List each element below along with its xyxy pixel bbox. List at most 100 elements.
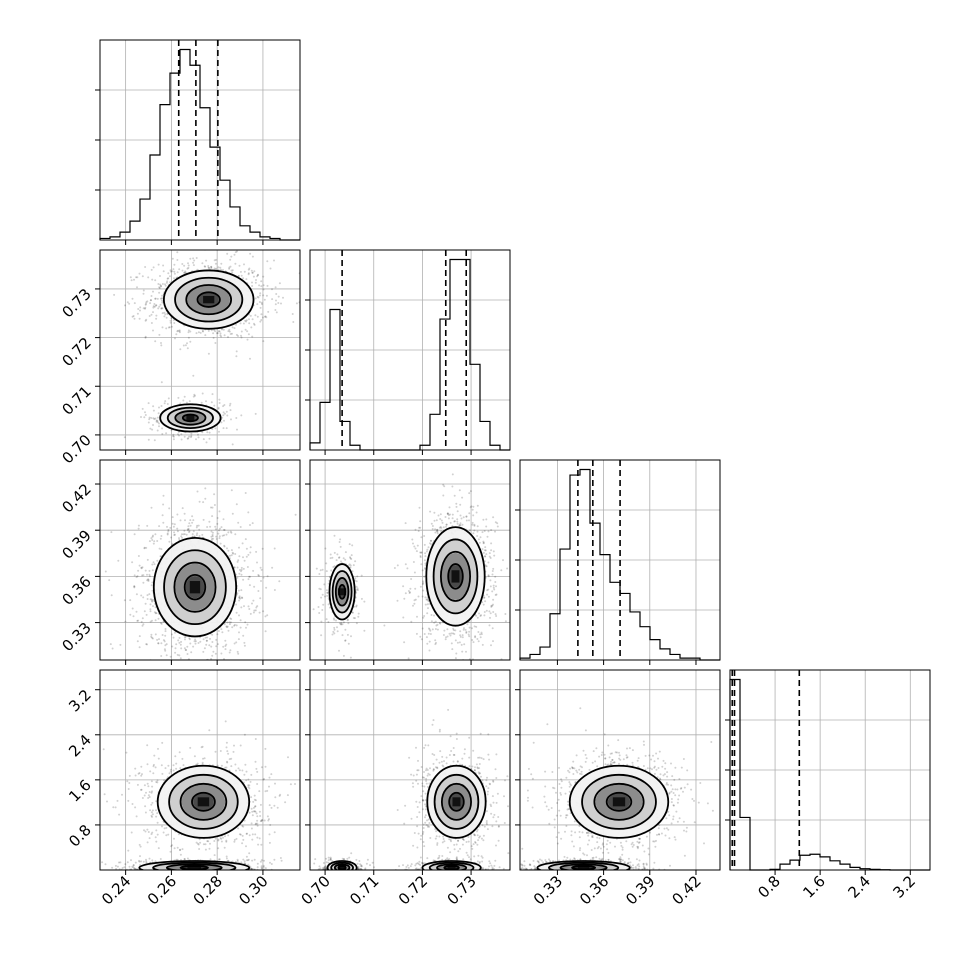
sample-point	[146, 744, 149, 747]
sample-point	[256, 819, 259, 822]
sample-point	[158, 305, 161, 308]
sample-point	[207, 265, 210, 267]
sample-point	[174, 647, 177, 650]
sample-point	[262, 294, 265, 297]
sample-point	[427, 546, 430, 549]
sample-point	[244, 538, 247, 541]
sample-point	[141, 275, 144, 278]
sample-point	[459, 503, 462, 506]
sample-point	[171, 257, 174, 260]
sample-point	[269, 267, 272, 270]
sample-point	[190, 651, 193, 654]
sample-point	[363, 600, 366, 603]
sample-point	[212, 336, 215, 339]
density-peak	[189, 581, 201, 594]
sample-point	[151, 619, 153, 622]
sample-point	[179, 848, 182, 851]
sample-point	[151, 637, 154, 640]
sample-point	[434, 628, 437, 630]
sample-point	[483, 614, 486, 617]
sample-point	[242, 838, 245, 841]
sample-point	[278, 580, 281, 583]
sample-point	[336, 630, 339, 633]
sample-point	[150, 322, 153, 324]
sample-point	[230, 618, 233, 620]
sample-point	[423, 559, 426, 562]
sample-point	[494, 666, 496, 668]
sample-point	[166, 532, 169, 535]
sample-point	[261, 547, 264, 550]
sample-point	[251, 522, 254, 525]
sample-point	[137, 619, 140, 622]
sample-point	[243, 270, 246, 273]
sample-point	[419, 526, 422, 529]
sample-point	[254, 760, 257, 763]
sample-point	[172, 438, 175, 441]
sample-point	[422, 616, 425, 619]
sample-point	[442, 494, 445, 497]
sample-point	[129, 599, 132, 602]
sample-point	[162, 639, 165, 642]
sample-point	[256, 275, 259, 278]
sample-point	[196, 490, 199, 493]
sample-point	[163, 648, 166, 651]
sample-point	[202, 650, 205, 653]
sample-point	[152, 305, 155, 308]
sample-point	[229, 554, 231, 557]
sample-point	[222, 405, 225, 408]
sample-point	[433, 621, 436, 624]
sample-point	[240, 330, 243, 333]
sample-point	[161, 326, 164, 329]
sample-point	[459, 522, 462, 525]
sample-point	[265, 316, 268, 319]
sample-point	[350, 554, 353, 557]
sample-point	[218, 430, 220, 433]
sample-point	[268, 776, 271, 779]
density-shading	[153, 537, 237, 637]
sample-point	[443, 485, 446, 488]
sample-point	[151, 599, 153, 602]
sample-point	[263, 298, 266, 301]
sample-point	[235, 603, 238, 606]
sample-point	[424, 567, 426, 570]
sample-point	[266, 815, 269, 818]
sample-point	[419, 555, 422, 557]
sample-point	[143, 547, 146, 550]
sample-point	[153, 563, 156, 566]
sample-point	[149, 598, 152, 601]
sample-point	[258, 301, 261, 303]
sample-point	[226, 672, 228, 674]
sample-point	[187, 262, 189, 265]
sample-point	[179, 853, 182, 856]
sample-point	[160, 284, 162, 287]
density-peak	[338, 588, 347, 596]
sample-point	[451, 661, 453, 663]
sample-point	[450, 632, 453, 635]
sample-point	[485, 518, 488, 521]
contour-line	[181, 413, 199, 423]
sample-point	[202, 438, 205, 441]
sample-point	[161, 283, 164, 285]
contour-line	[185, 284, 233, 316]
sample-point	[171, 522, 174, 525]
sample-point	[145, 302, 147, 305]
sample-point	[130, 279, 133, 282]
sample-point	[229, 530, 232, 533]
sample-point	[462, 628, 465, 631]
sample-point	[149, 302, 152, 305]
sample-point	[246, 623, 249, 626]
sample-point	[492, 666, 494, 668]
sample-point	[198, 500, 201, 503]
sample-point	[275, 299, 277, 302]
sample-point	[187, 331, 190, 334]
sample-point	[165, 654, 168, 657]
sample-point	[202, 330, 204, 333]
sample-point	[250, 807, 253, 810]
sample-point	[407, 590, 410, 592]
sample-point	[252, 275, 255, 278]
sample-point	[447, 514, 450, 517]
sample-point	[319, 569, 322, 572]
sample-point	[445, 523, 448, 526]
sample-point	[484, 549, 487, 552]
